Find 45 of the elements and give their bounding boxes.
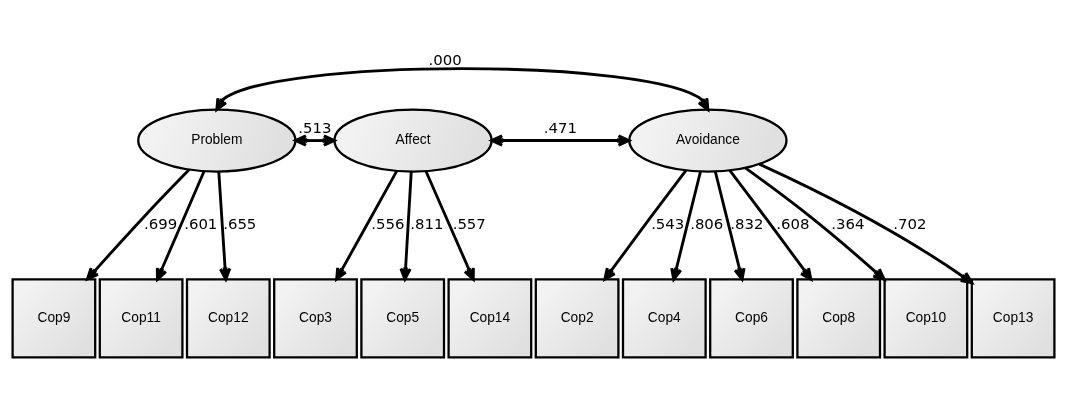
edge-label: .655	[223, 215, 257, 234]
edge-label: .000	[428, 50, 462, 69]
arrow	[155, 170, 206, 281]
node-box: Cop11	[98, 278, 184, 359]
arrow	[490, 134, 631, 147]
node-box: Cop2	[534, 278, 620, 359]
arrow	[670, 171, 702, 281]
edge-label: .702	[893, 215, 927, 234]
node-box: Cop6	[709, 278, 794, 359]
edge-label: .699	[144, 215, 178, 234]
arrow	[399, 171, 413, 281]
arrow	[294, 134, 336, 147]
edge-label: .608	[776, 215, 810, 234]
node-box: Cop13	[970, 278, 1056, 359]
edge-label: .543	[651, 215, 685, 234]
edge-label: .811	[410, 215, 444, 234]
node-box: Cop9	[11, 278, 97, 359]
arrow	[215, 67, 710, 111]
node-box: Cop10	[883, 278, 969, 359]
node-box: Cop5	[360, 278, 446, 359]
edge-label: .806	[690, 215, 724, 234]
arrow	[86, 168, 191, 281]
edge-label: .556	[371, 215, 405, 234]
node-ellipse: Affect	[333, 108, 493, 173]
arrow	[713, 171, 746, 281]
node-ellipse: Problem	[137, 108, 297, 173]
arrow	[424, 170, 475, 281]
arrow	[728, 169, 813, 281]
edge-label: .471	[543, 118, 578, 137]
node-box: Cop14	[447, 278, 533, 359]
arrow	[217, 171, 232, 281]
edge-label: .513	[298, 118, 332, 137]
edge-label: .557	[452, 215, 486, 234]
node-ellipse: Avoidance	[628, 108, 788, 173]
edge-label: .364	[831, 215, 865, 234]
node-box: Cop4	[621, 278, 707, 359]
edge-label: .832	[730, 215, 764, 234]
arrow	[744, 166, 886, 281]
edge-label: .601	[184, 215, 218, 234]
arrow	[335, 170, 398, 281]
arrow	[758, 162, 974, 285]
node-box: Cop12	[185, 278, 271, 359]
node-box: Cop8	[796, 278, 882, 359]
arrow	[603, 169, 688, 281]
node-box: Cop3	[273, 278, 358, 359]
